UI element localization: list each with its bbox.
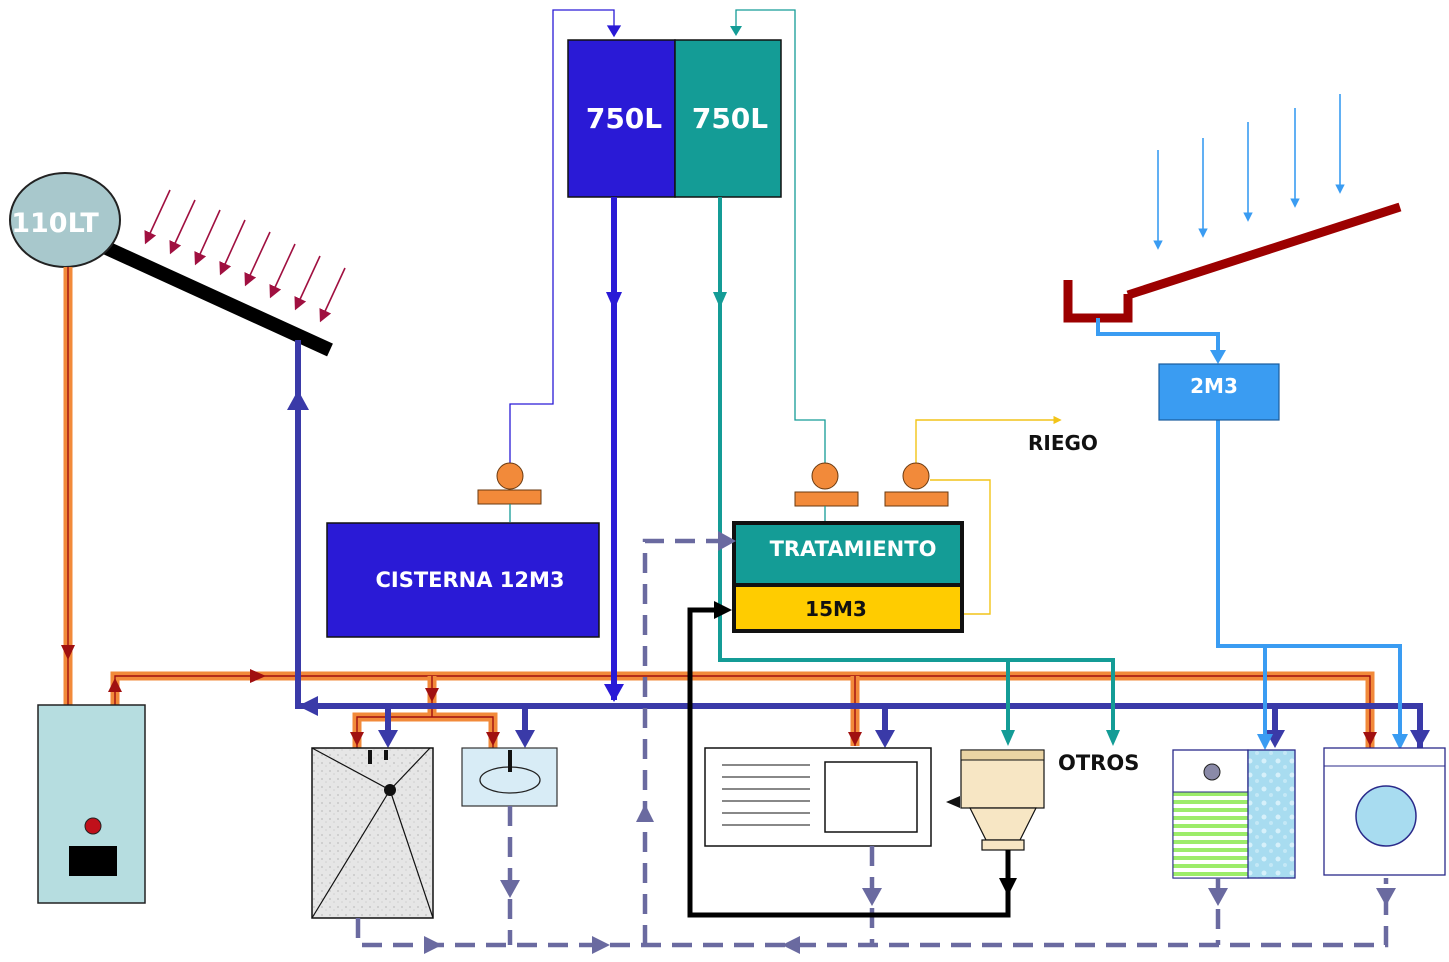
treatment-volume-tank: [732, 583, 964, 633]
treated-water-pipes: [718, 9, 1115, 740]
heater-control-panel: [69, 846, 117, 876]
others-label: OTROS: [1058, 751, 1139, 775]
black-water-line: [687, 601, 1017, 918]
cold-water-arrows: [287, 390, 1430, 748]
roof-gutter: [1063, 202, 1402, 323]
gray-water-arrows: [424, 531, 1396, 954]
tank-treated-label: 750L: [692, 102, 768, 135]
solar-tank-label: 110LT: [11, 208, 99, 239]
rain-tank: [1158, 363, 1280, 421]
heater-indicator-light: [84, 817, 102, 835]
shower: [311, 747, 434, 919]
washing-machine-frontloader: [1323, 747, 1446, 876]
solar-collector: [97, 238, 333, 357]
cistern-label: CISTERNA 12M3: [375, 568, 564, 592]
irrigation-label: RIEGO: [1028, 431, 1098, 455]
treatment-volume-label: 15M3: [805, 597, 867, 621]
pump-treatment: [794, 462, 859, 525]
potable-pump-line: [509, 9, 622, 468]
rain-water-pipes: [1096, 318, 1402, 744]
kitchen-dishwasher: [704, 747, 932, 847]
tank-potable-label: 750L: [586, 102, 662, 135]
treated-water-arrows: [713, 26, 1120, 746]
treatment-label: TRATAMIENTO: [770, 537, 937, 561]
rain-water-arrows: [1210, 350, 1408, 750]
cistern: [326, 522, 600, 638]
pump-cistern: [477, 462, 542, 522]
treatment-tank: [732, 521, 964, 587]
hot-water-arrows: [61, 645, 1377, 746]
rain-drops: [1153, 94, 1345, 250]
toilet: [946, 749, 1045, 851]
washing-machine-toploader: [1172, 749, 1296, 879]
sun-rays: [144, 189, 346, 323]
pump-irrigation: [884, 415, 1062, 615]
rain-tank-label: 2M3: [1190, 374, 1238, 398]
potable-downpipe: [604, 197, 624, 702]
sink: [461, 747, 558, 807]
tank-treated: [674, 39, 782, 198]
